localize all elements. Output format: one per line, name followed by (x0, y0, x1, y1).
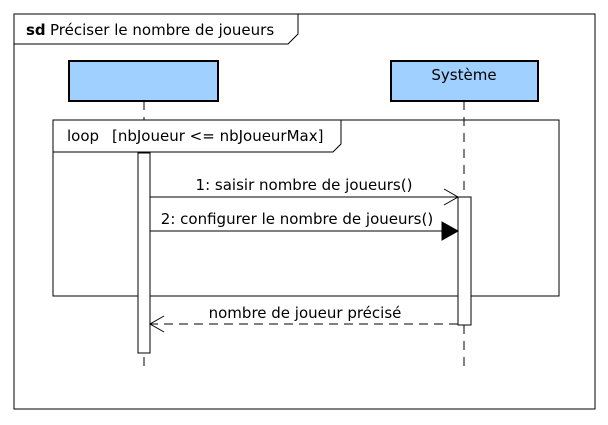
frame-title: Préciser le nombre de joueurs (50, 21, 274, 39)
diagram-frame (13, 13, 596, 410)
lifeline-actor-head[interactable] (68, 60, 219, 102)
message-2-arrowhead (441, 221, 460, 241)
reply-message-arrowhead (148, 315, 165, 333)
lifeline-system-name: Système (431, 66, 496, 84)
message-1-arrowhead (443, 188, 460, 206)
loop-guard: [nbJoueur <= nbJoueurMax] (112, 127, 323, 145)
lifeline-system-head[interactable] (390, 60, 539, 102)
activation-system (457, 196, 472, 326)
message-2-label: 2: configurer le nombre de joueurs() (161, 210, 433, 228)
loop-fragment-tab (52, 119, 342, 153)
reply-message-label: nombre de joueur précisé (209, 304, 402, 322)
activation-actor (137, 152, 151, 354)
frame-keyword: sd (26, 21, 46, 39)
loop-operator: loop (67, 127, 99, 145)
message-1-label: 1: saisir nombre de joueurs() (196, 176, 413, 194)
frame-title-tab (13, 13, 299, 45)
